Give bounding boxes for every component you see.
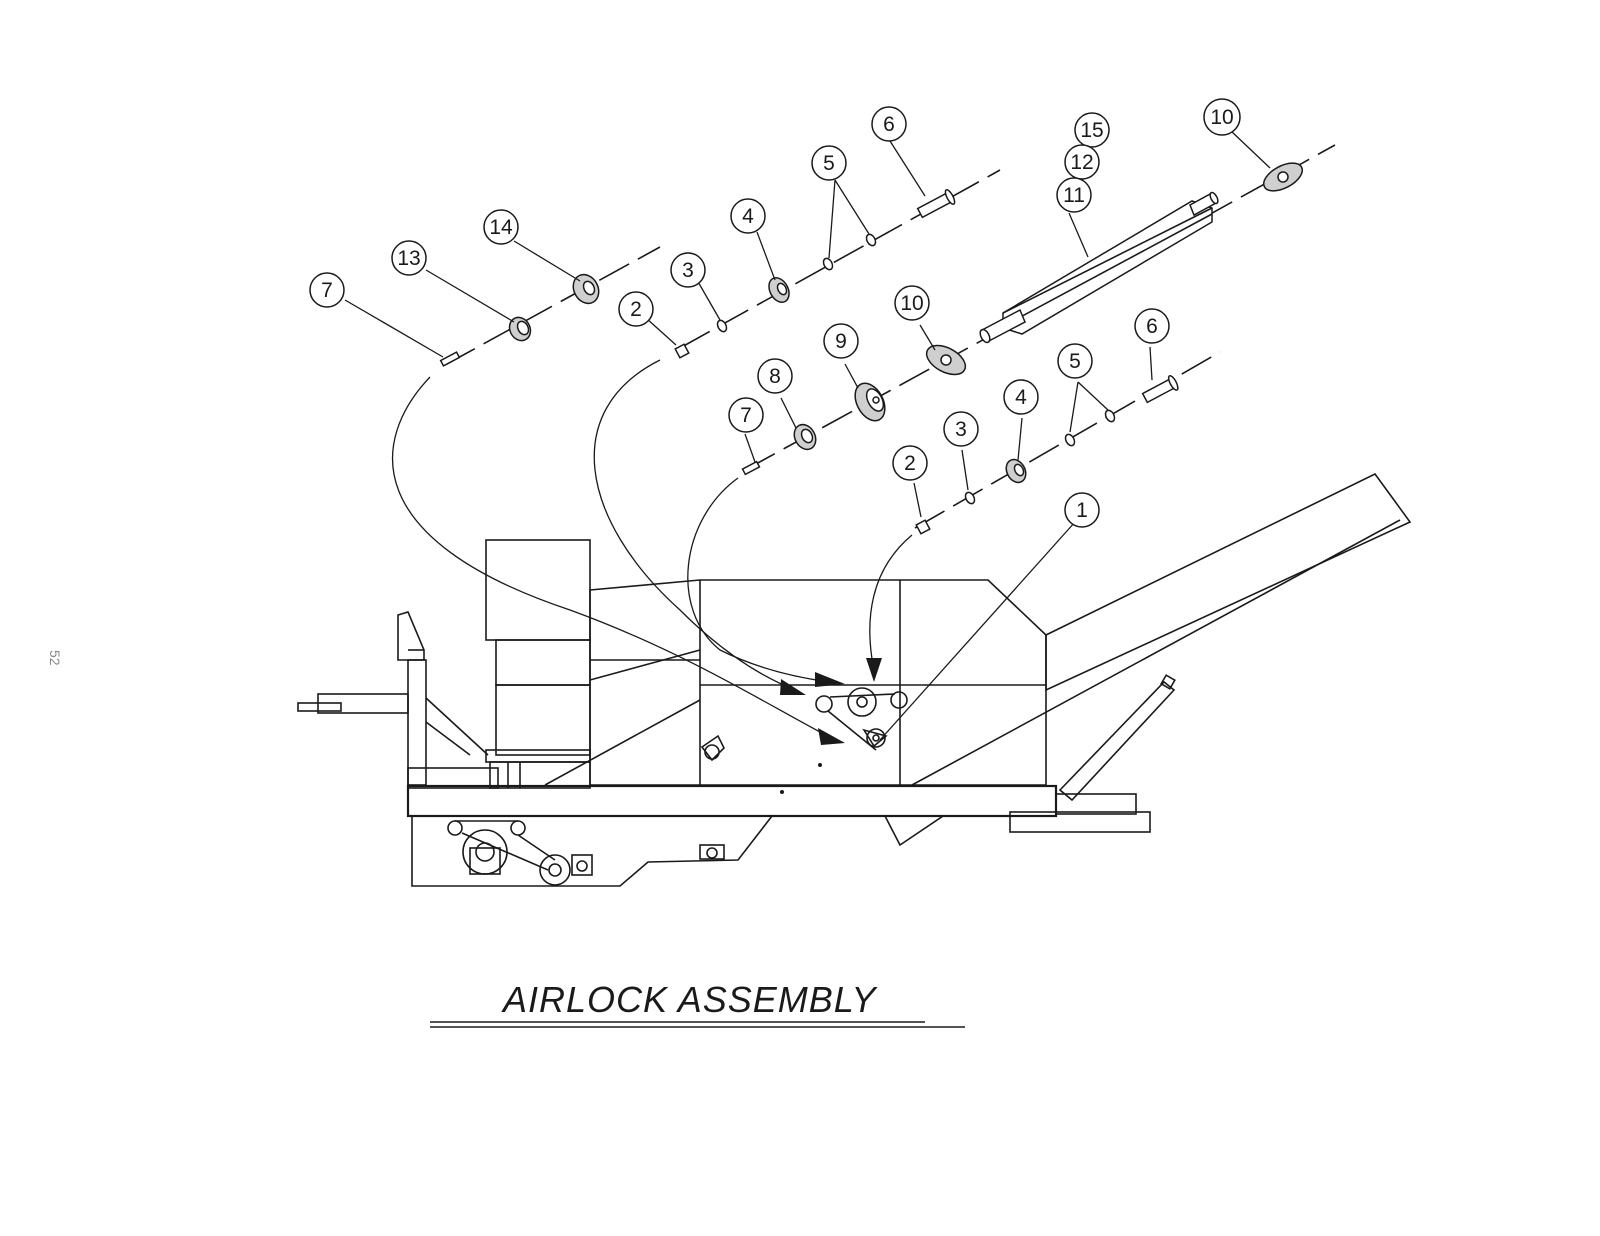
callout-3: 3 bbox=[670, 252, 706, 288]
part-5-washer-lower bbox=[1064, 433, 1076, 447]
svg-text:8: 8 bbox=[769, 365, 781, 388]
svg-text:6: 6 bbox=[883, 113, 895, 136]
callout-6-lower: 6 bbox=[1134, 308, 1170, 344]
part-11-rotor-shaft bbox=[979, 191, 1219, 344]
part-3-washer bbox=[716, 319, 728, 333]
callout-4: 4 bbox=[730, 198, 766, 234]
callout-10-upper: 10 bbox=[1203, 98, 1241, 136]
assembly-guide-curves bbox=[391, 359, 913, 745]
svg-text:5: 5 bbox=[1069, 350, 1081, 373]
part-2-nut bbox=[674, 343, 690, 359]
svg-text:3: 3 bbox=[682, 259, 694, 282]
svg-text:4: 4 bbox=[742, 205, 754, 228]
svg-text:2: 2 bbox=[630, 298, 642, 321]
callout-5: 5 bbox=[811, 145, 847, 181]
part-10-end-plate bbox=[1263, 162, 1303, 192]
svg-text:2: 2 bbox=[904, 452, 916, 475]
machine-frame bbox=[297, 472, 1412, 887]
callout-10-lower: 10 bbox=[894, 285, 930, 321]
title-text: AIRLOCK ASSEMBLY bbox=[501, 979, 878, 1020]
part-2-nut-lower bbox=[915, 519, 931, 535]
diagram-title: AIRLOCK ASSEMBLY bbox=[430, 979, 965, 1028]
svg-text:10: 10 bbox=[1210, 106, 1233, 129]
svg-text:1: 1 bbox=[1076, 499, 1088, 522]
svg-text:12: 12 bbox=[1070, 151, 1093, 174]
part-7-key-lower bbox=[741, 460, 761, 476]
svg-text:7: 7 bbox=[321, 279, 333, 302]
callout-7: 7 bbox=[309, 272, 345, 308]
part-6-bolt bbox=[916, 189, 956, 219]
svg-text:13: 13 bbox=[397, 247, 420, 270]
callout-12: 12 bbox=[1064, 144, 1100, 180]
svg-text:5: 5 bbox=[823, 152, 835, 175]
page-number: 52 bbox=[47, 650, 63, 666]
svg-text:6: 6 bbox=[1146, 315, 1158, 338]
svg-text:4: 4 bbox=[1015, 386, 1027, 409]
callout-1: 1 bbox=[1064, 492, 1100, 528]
svg-text:15: 15 bbox=[1080, 119, 1103, 142]
callout-3-lower: 3 bbox=[943, 411, 979, 447]
svg-text:7: 7 bbox=[740, 404, 752, 427]
leader-lines bbox=[344, 130, 1271, 741]
callout-2-lower: 2 bbox=[892, 445, 928, 481]
svg-text:10: 10 bbox=[900, 292, 923, 315]
part-3-washer-lower bbox=[964, 491, 976, 505]
callout-7-lower: 7 bbox=[728, 397, 764, 433]
callout-5-lower: 5 bbox=[1057, 343, 1093, 379]
exploded-parts-lower bbox=[741, 344, 1179, 535]
callout-13: 13 bbox=[391, 240, 427, 276]
svg-text:9: 9 bbox=[835, 330, 847, 353]
svg-text:3: 3 bbox=[955, 418, 967, 441]
part-7-key bbox=[439, 351, 461, 367]
callout-4-lower: 4 bbox=[1003, 379, 1039, 415]
svg-text:14: 14 bbox=[489, 216, 513, 239]
part-6-bolt-lower bbox=[1141, 375, 1179, 404]
part-5-washer bbox=[822, 257, 834, 271]
callout-6: 6 bbox=[871, 106, 907, 142]
callout-14: 14 bbox=[483, 209, 519, 245]
callout-bubbles: 7 13 14 2 3 4 5 6 bbox=[309, 98, 1241, 528]
callout-11: 11 bbox=[1056, 177, 1092, 213]
callout-9: 9 bbox=[823, 323, 859, 359]
callout-2: 2 bbox=[618, 291, 654, 327]
callout-15: 15 bbox=[1074, 112, 1110, 148]
callout-8: 8 bbox=[757, 358, 793, 394]
svg-text:11: 11 bbox=[1063, 184, 1085, 207]
exploded-parts-upper bbox=[439, 162, 1303, 367]
part-10-end-plate-lower bbox=[925, 344, 967, 376]
